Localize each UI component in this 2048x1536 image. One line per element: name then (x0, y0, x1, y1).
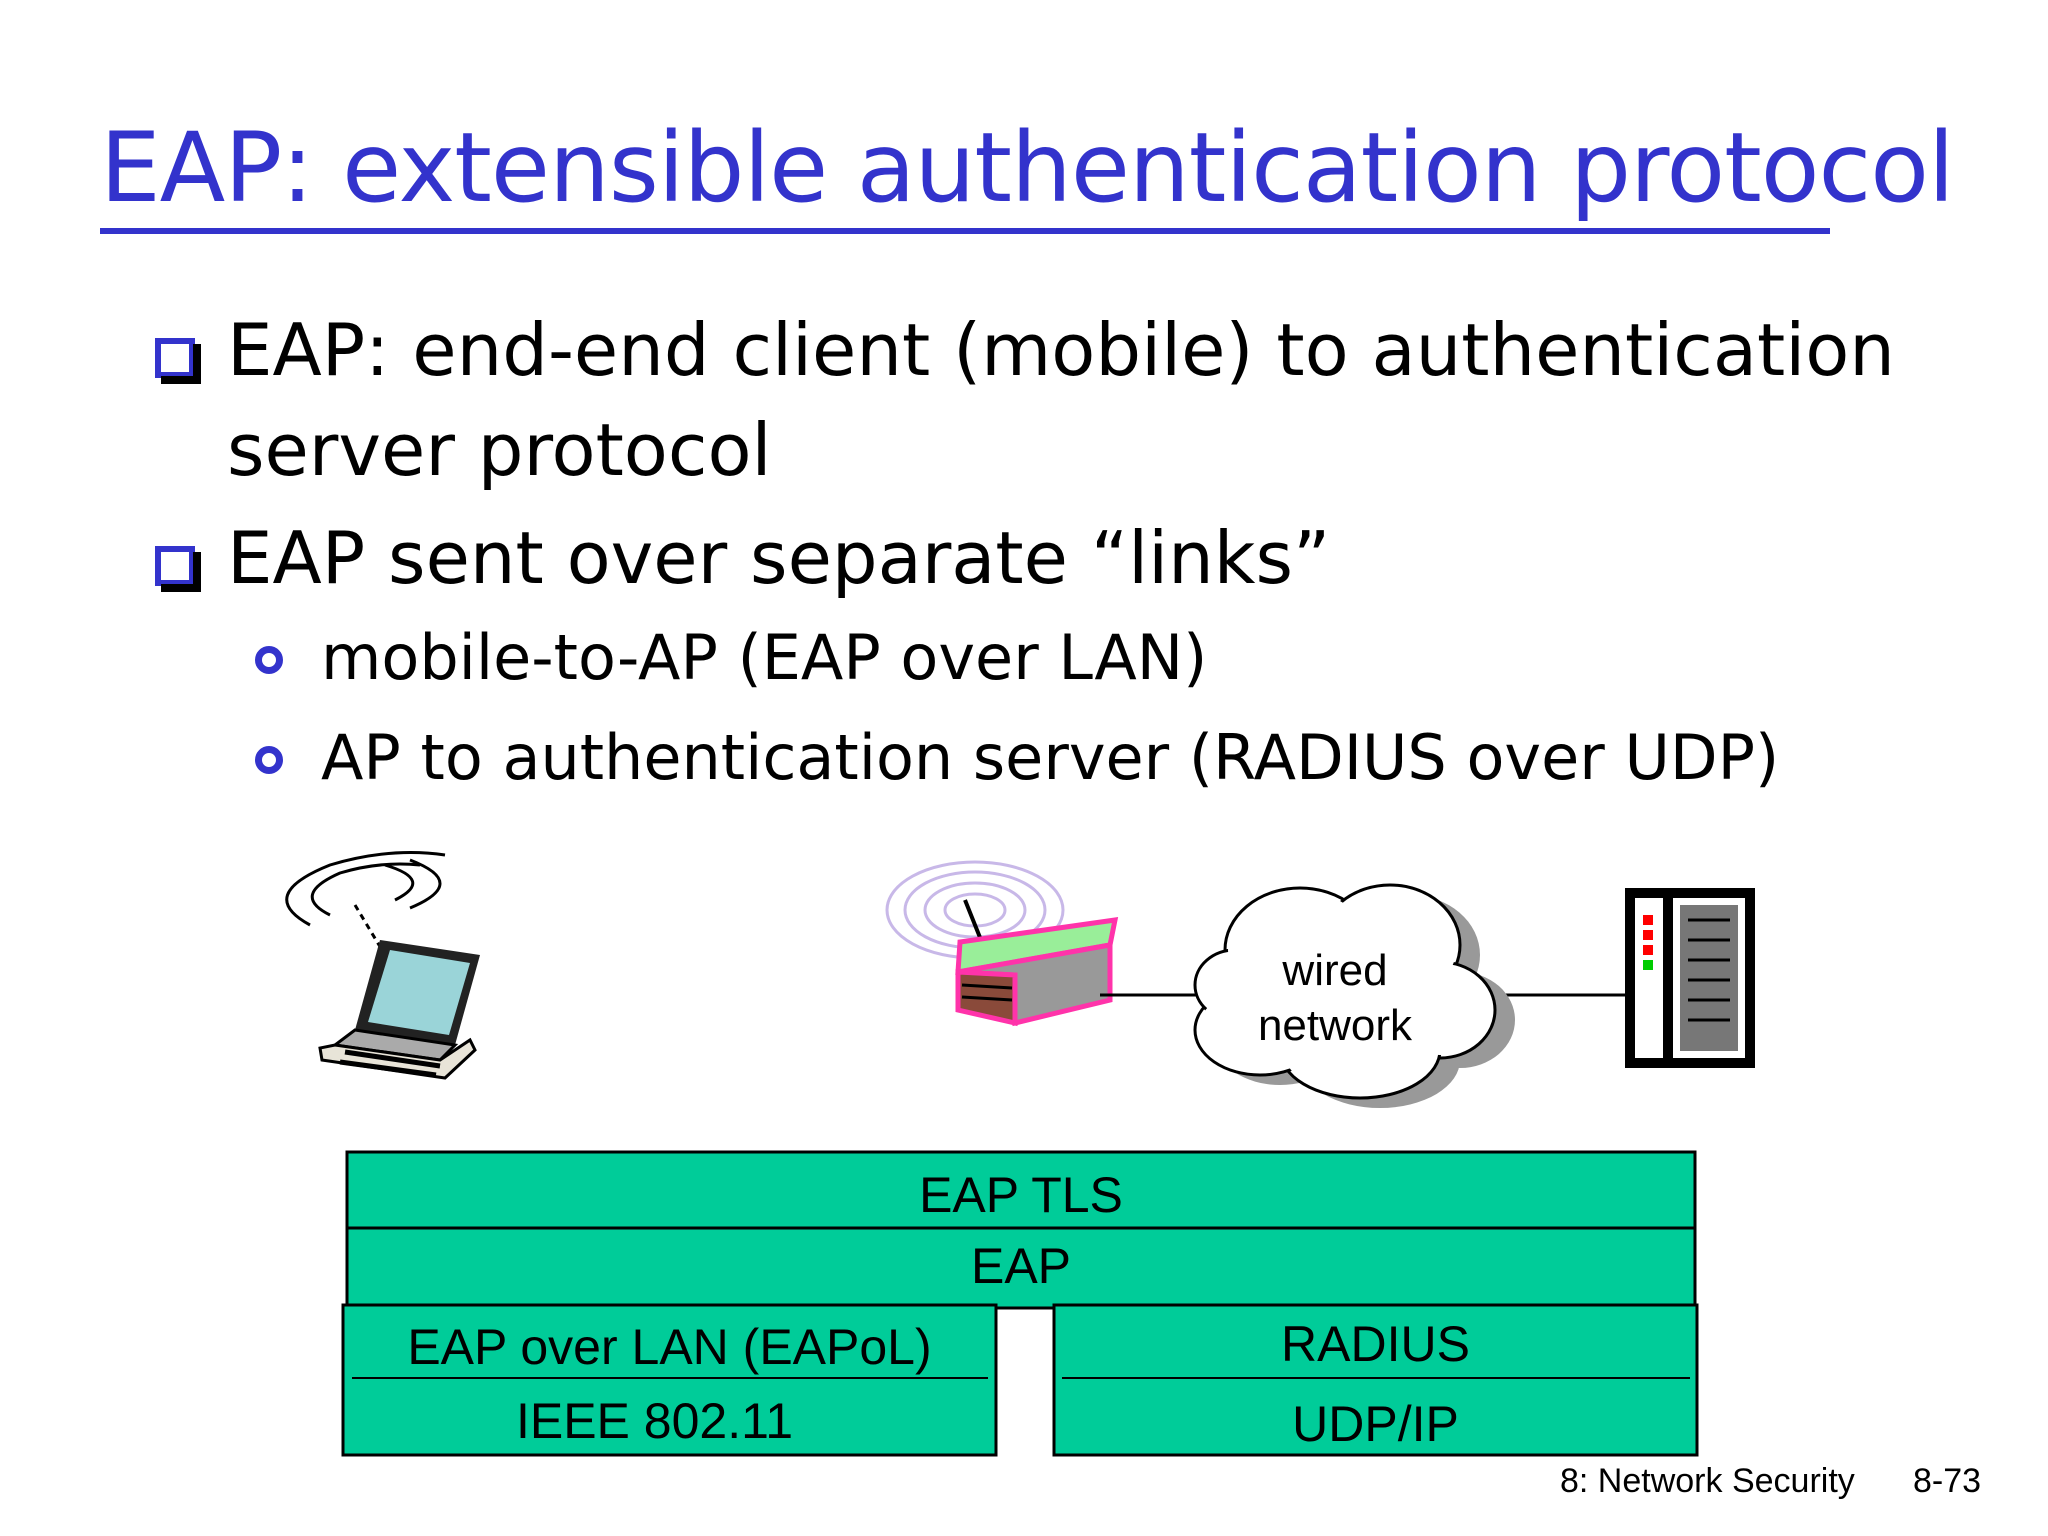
circle-bullet-icon (255, 746, 283, 774)
sub-bullet-item: AP to authentication server (RADIUS over… (255, 708, 2015, 808)
title-underline (100, 228, 1830, 234)
bullet-text: EAP: end-end client (mobile) to authenti… (227, 308, 1895, 392)
bullet-item: EAP sent over separate “links” (155, 508, 2015, 608)
stack-label-eap: EAP (970, 1238, 1072, 1294)
laptop-icon (285, 851, 480, 1080)
sub-bullet-text: AP to authentication server (RADIUS over… (321, 721, 1780, 794)
wired-network-cloud: wired network (1193, 883, 1515, 1108)
layer-eap (345, 1226, 1697, 1310)
footer-section: 8: Network Security (1560, 1462, 1855, 1500)
slide-title: EAP: extensible authentication protocol (100, 112, 1955, 224)
bullet-text: EAP sent over separate “links” (227, 516, 1331, 600)
layer-left-stack (341, 1303, 998, 1457)
layer-eap-tls (345, 1150, 1697, 1230)
sub-bullet-list: mobile-to-AP (EAP over LAN) AP to authen… (155, 608, 2015, 808)
stack-label-eapol: EAP over LAN (EAPoL) (407, 1319, 932, 1375)
access-point-icon (885, 860, 1119, 1027)
stack-label-radius: RADIUS (1281, 1316, 1470, 1372)
layer-right-stack (1052, 1303, 1699, 1457)
bullet-list: EAP: end-end client (mobile) to authenti… (155, 300, 2015, 808)
stack-label-ieee: IEEE 802.11 (515, 1393, 794, 1449)
footer-page-number: 8-73 (1913, 1462, 1982, 1500)
cloud-label-network: network (1258, 1001, 1413, 1050)
cloud-label-wired: wired (1281, 946, 1387, 995)
bullet-text-continued: server protocol (227, 408, 772, 492)
sub-bullet-text: mobile-to-AP (EAP over LAN) (321, 621, 1208, 694)
stack-label-eap-tls: EAP TLS (919, 1167, 1123, 1223)
protocol-stack (341, 1150, 1699, 1457)
sub-bullet-item: mobile-to-AP (EAP over LAN) (255, 608, 2015, 708)
circle-bullet-icon (255, 646, 283, 674)
stack-label-udpip: UDP/IP (1292, 1396, 1459, 1452)
server-icon (1625, 888, 1755, 1068)
bullet-item: EAP: end-end client (mobile) to authenti… (155, 300, 2015, 500)
